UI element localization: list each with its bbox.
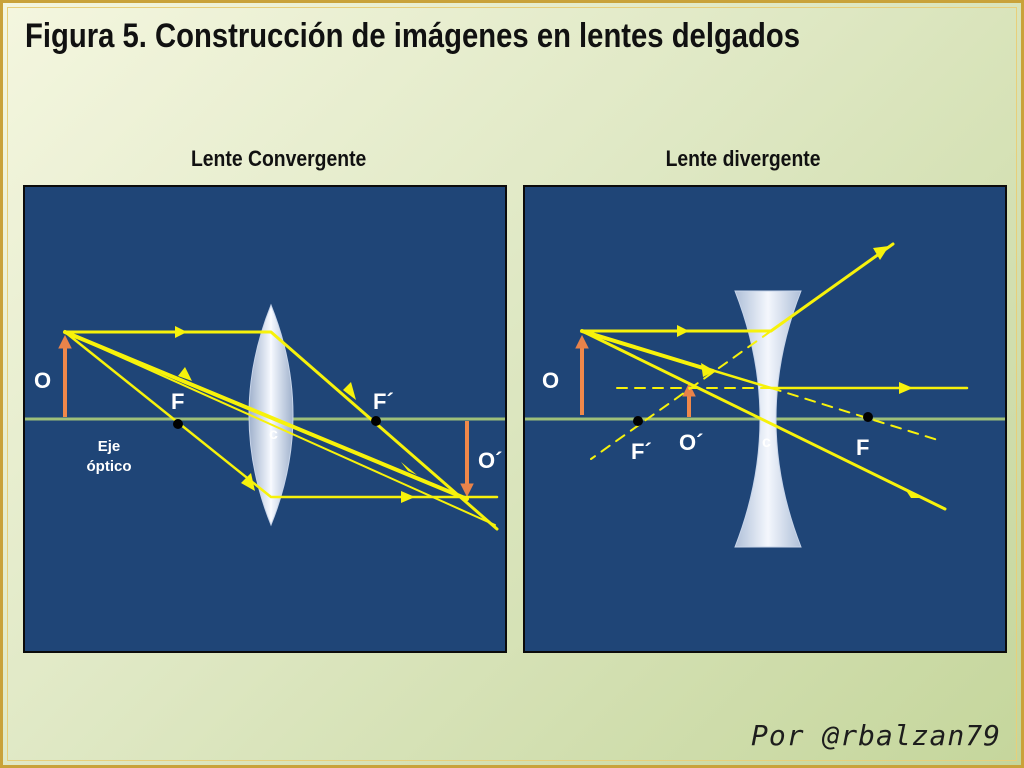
author-credit: Por @rbalzan79: [750, 719, 1001, 752]
divergent-lens-panel: O F´ O´ c F: [523, 185, 1007, 653]
object-label: O: [34, 368, 52, 393]
ray-center-thin: [64, 331, 496, 526]
convergent-ray-arrows: [175, 326, 417, 503]
divergent-lens: [734, 290, 802, 548]
lens-center-label: c: [762, 434, 771, 451]
axis-label-line1: Eje: [97, 438, 121, 455]
ray-parallel: [580, 242, 895, 333]
ray-center: [63, 330, 469, 501]
divergent-lens-diagram: [525, 242, 1005, 548]
lens-center-label: c: [269, 426, 278, 443]
focus-left-label: F: [171, 389, 185, 414]
focus-right-label: F´: [373, 389, 394, 414]
divergent-rays: [580, 242, 969, 511]
divergent-lens-title: Lente divergente: [665, 146, 821, 171]
ray-center: [580, 329, 947, 511]
focus-left-label: F´: [631, 439, 652, 464]
convergent-lens-title: Lente Convergente: [190, 146, 367, 171]
object-label: O: [542, 368, 560, 393]
ray-parallel-virtual: [590, 330, 772, 460]
focus-right-label: F: [856, 435, 870, 460]
convergent-rays: [63, 330, 499, 531]
focus-left-point: [173, 419, 183, 429]
slide-title: Figura 5. Construcción de imágenes en le…: [25, 17, 801, 55]
ray-focal-extension: [770, 387, 942, 442]
convergent-lens-diagram: [25, 303, 505, 531]
optical-axis-label: Eje óptico: [83, 437, 135, 477]
image-label: O´: [478, 448, 503, 473]
axis-label-line2: óptico: [86, 458, 132, 475]
ray-parallel: [63, 330, 499, 531]
focus-right-point: [863, 412, 873, 422]
focus-right-point: [371, 416, 381, 426]
divergent-ray-arrows: [677, 246, 921, 498]
convergent-lens-panel: O F F´ c O´ Eje óptico: [23, 185, 507, 653]
ray-focal: [63, 330, 499, 499]
image-label: O´: [679, 430, 704, 455]
focus-left-point: [633, 416, 643, 426]
